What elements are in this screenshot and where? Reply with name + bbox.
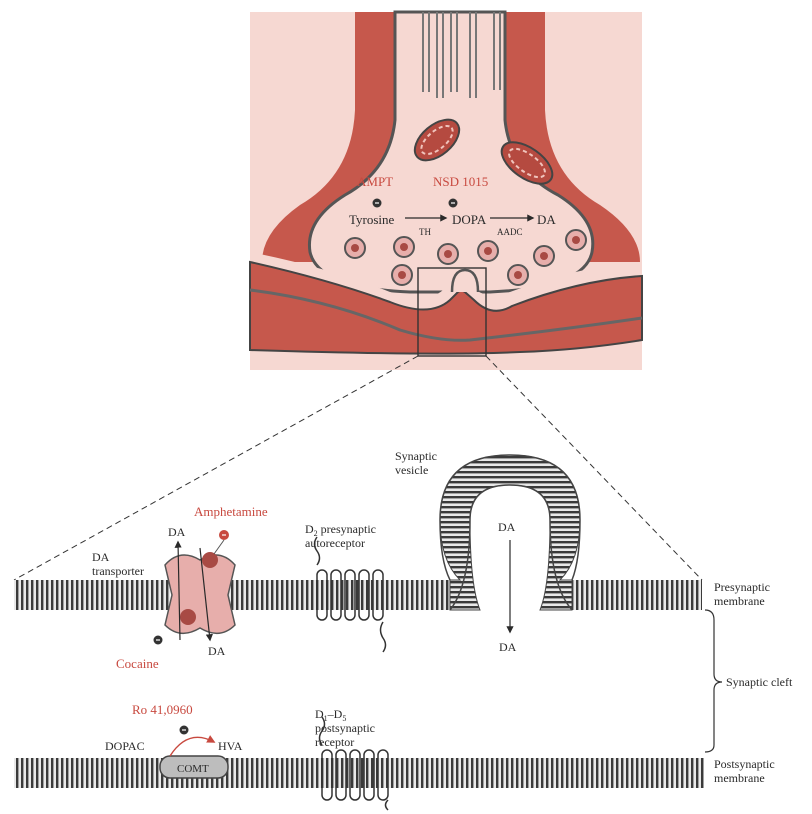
th-label: TH bbox=[419, 227, 431, 237]
presynaptic-membrane-right bbox=[572, 580, 702, 610]
presynaptic-membrane-left bbox=[14, 580, 170, 610]
fusing-vesicle bbox=[452, 270, 478, 292]
vesicle-core bbox=[400, 243, 408, 251]
vesicle-core bbox=[398, 271, 406, 279]
vesicle-core bbox=[572, 236, 580, 244]
vesicle-core bbox=[514, 271, 522, 279]
vesicle-core bbox=[484, 247, 492, 255]
detail-panel: Synaptic vesicle Amphetamine DA DA trans… bbox=[14, 449, 793, 810]
presynaptic-membrane-middle bbox=[228, 580, 450, 610]
ro-label: Ro 41,0960 bbox=[132, 702, 193, 717]
synaptic-cleft-bracket bbox=[705, 610, 722, 752]
dopac-label: DOPAC bbox=[105, 739, 145, 753]
nsd-label: NSD 1015 bbox=[433, 174, 488, 189]
cleft-da-label: DA bbox=[499, 640, 517, 654]
cocaine-label: Cocaine bbox=[116, 656, 159, 671]
tyrosine-label: Tyrosine bbox=[349, 212, 395, 227]
d2-autoreceptor-label-2: autoreceptor bbox=[305, 536, 365, 550]
aadc-label: AADC bbox=[497, 227, 523, 237]
ampt-label: AMPT bbox=[357, 174, 393, 189]
da-transporter-label-1: DA bbox=[92, 550, 110, 564]
synaptic-vesicle-label-2: vesicle bbox=[395, 463, 428, 477]
da-in-label: DA bbox=[208, 644, 226, 658]
vesicle-core bbox=[444, 250, 452, 258]
da-label-top: DA bbox=[537, 212, 556, 227]
synaptic-cleft-label: Synaptic cleft bbox=[726, 675, 793, 689]
da-out-label: DA bbox=[168, 525, 186, 539]
presynaptic-membrane-label-2: membrane bbox=[714, 594, 765, 608]
da-transporter bbox=[165, 552, 235, 633]
vesicle-core bbox=[351, 244, 359, 252]
vesicle-core bbox=[540, 252, 548, 260]
d1-d5-receptor-label-2: postsynaptic bbox=[315, 721, 375, 735]
da-transporter-label-2: transporter bbox=[92, 564, 144, 578]
top-panel-synapse: AMPT NSD 1015 Tyrosine TH DOPA AADC DA bbox=[250, 12, 642, 370]
vesicle-da-label: DA bbox=[498, 520, 516, 534]
postsynaptic-membrane-label-2: membrane bbox=[714, 771, 765, 785]
presynaptic-membrane-label-1: Presynaptic bbox=[714, 580, 770, 594]
dopac-to-hva-arrow bbox=[170, 737, 214, 756]
dopa-label: DOPA bbox=[452, 212, 487, 227]
comt-label: COMT bbox=[177, 763, 209, 775]
synaptic-vesicle-label-1: Synaptic bbox=[395, 449, 437, 463]
postsynaptic-membrane-label-1: Postsynaptic bbox=[714, 757, 775, 771]
d1-d5-receptor-label-3: receptor bbox=[315, 735, 354, 749]
amphetamine-label: Amphetamine bbox=[194, 504, 268, 519]
hva-label: HVA bbox=[218, 739, 243, 753]
postsynaptic-membrane bbox=[14, 758, 704, 788]
